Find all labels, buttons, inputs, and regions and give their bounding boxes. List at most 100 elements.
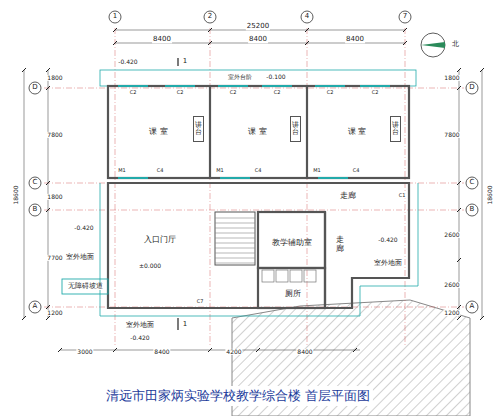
annotation: 1800 <box>46 75 63 81</box>
axis-label: 8400 <box>248 36 268 43</box>
tick <box>403 28 407 32</box>
room-name: 课 室 <box>148 128 169 137</box>
tick <box>46 181 50 185</box>
axis-label: C <box>469 179 476 186</box>
tick <box>46 305 50 309</box>
room: 教学辅助室 <box>260 235 324 251</box>
tread <box>215 223 255 224</box>
annotation: ±0.000 <box>138 263 162 269</box>
annotation: 北 <box>451 41 460 48</box>
axis-label: A <box>32 303 39 310</box>
window <box>262 85 292 87</box>
room-name: 教学辅助室 <box>271 239 313 248</box>
axis-label: D <box>468 84 475 91</box>
lectern-box: 讲台 <box>390 116 401 142</box>
annotation: -0.420 <box>377 237 398 243</box>
room: 走廊 <box>328 189 368 203</box>
annotation: 1200 <box>46 310 63 316</box>
tick <box>22 316 26 320</box>
annotation: 室外地面 <box>125 322 155 329</box>
window <box>165 85 195 87</box>
annotation: -0.100 <box>265 74 286 80</box>
annotation: 2600 <box>443 232 460 238</box>
section-marks <box>177 58 178 330</box>
tick <box>208 41 212 45</box>
room: 走廊 <box>333 225 347 265</box>
tick <box>457 258 461 262</box>
axis-label: B <box>32 206 39 213</box>
room-name: 课 室 <box>247 128 268 137</box>
tread <box>215 233 255 234</box>
window <box>220 177 250 179</box>
annotation: -0.420 <box>117 59 138 65</box>
room-name: 讲台 <box>195 122 202 136</box>
annotation: C2 <box>371 90 380 95</box>
tread <box>215 258 255 259</box>
tick <box>22 68 26 72</box>
stair <box>215 212 255 265</box>
window <box>318 177 348 179</box>
tread <box>215 238 255 239</box>
tick <box>403 41 407 45</box>
annotation: C7 <box>196 299 205 304</box>
walls <box>108 86 409 308</box>
axis-label: B <box>469 206 476 213</box>
axis-bubbles <box>29 11 478 313</box>
room-name: 厕所 <box>284 290 302 299</box>
annotation: 7800 <box>443 132 460 138</box>
annotation: 4200 <box>225 349 242 355</box>
axis-label: 8400 <box>345 36 365 43</box>
room: 课 室 讲台 <box>110 88 207 176</box>
tick <box>457 181 461 185</box>
axis-label: 8400 <box>152 36 172 43</box>
axis-label: 2 <box>207 13 213 20</box>
room-name: 课 室 <box>347 128 368 137</box>
room: 课 室 讲台 <box>307 88 407 176</box>
annotation: 1800 <box>46 194 63 200</box>
annotation: 8400 <box>153 349 170 355</box>
annotation: C4 <box>156 168 165 173</box>
tread <box>215 218 255 219</box>
room-name: 讲台 <box>292 122 299 136</box>
lectern-box: 讲台 <box>290 116 301 142</box>
axis-label: 25200 <box>246 23 270 30</box>
toilet-stalls <box>262 270 316 282</box>
annotation: 室外地面 <box>65 254 95 261</box>
tick <box>457 208 461 212</box>
tread <box>215 228 255 229</box>
tick <box>113 348 117 352</box>
tick <box>256 348 260 352</box>
tick <box>305 41 309 45</box>
annotation: C1 <box>398 193 407 198</box>
annotation: 1 <box>182 321 188 328</box>
tick <box>208 348 212 352</box>
grid-lines <box>44 28 464 345</box>
annotation: 7700 <box>46 255 63 261</box>
axis-label: C <box>32 179 39 186</box>
tick <box>46 316 50 320</box>
tick <box>46 86 50 90</box>
room: 厕所 <box>262 286 324 302</box>
annotation: C2 <box>326 90 335 95</box>
annotation: C2 <box>129 90 138 95</box>
annotation: M1 <box>312 168 322 173</box>
room: 无障碍坡道 <box>63 280 107 293</box>
annotation: 8400 <box>296 349 313 355</box>
windows <box>118 85 390 179</box>
tread <box>215 243 255 244</box>
room: 课 室 讲台 <box>210 88 305 176</box>
tick <box>457 86 461 90</box>
annotation: C2 <box>176 90 185 95</box>
annotation: 室外台阶 <box>227 74 253 80</box>
room-name: 讲台 <box>392 122 399 136</box>
annotation: C4 <box>254 168 263 173</box>
stair-treads <box>215 218 255 263</box>
room-name: 入口门厅 <box>143 236 177 245</box>
annotation: 7800 <box>46 132 63 138</box>
annotation: 1200 <box>443 310 460 316</box>
room: 入口门厅 <box>110 225 210 255</box>
tread <box>215 253 255 254</box>
annotation: 18600 <box>13 184 19 205</box>
window <box>218 85 248 87</box>
tick <box>480 316 484 320</box>
